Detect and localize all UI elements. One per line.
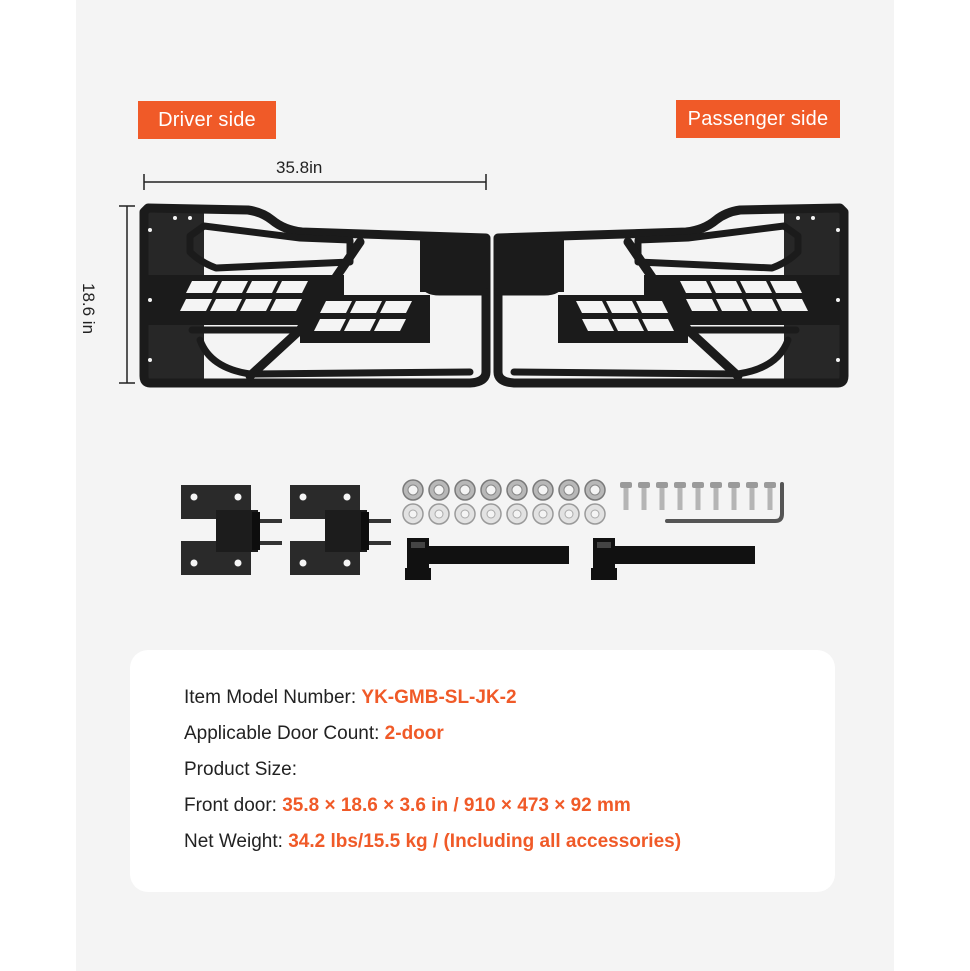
washer-row-icon bbox=[402, 503, 606, 525]
check-strap-left-icon bbox=[405, 538, 569, 580]
spec-card: Item Model Number: YK-GMB-SL-JK-2 Applic… bbox=[130, 650, 835, 892]
passenger-door-frame-icon bbox=[493, 203, 849, 388]
spec-model-label: Item Model Number: bbox=[184, 687, 357, 708]
spec-front-door-value: 35.8 × 18.6 × 3.6 in / 910 × 473 × 92 mm bbox=[282, 795, 631, 816]
spec-door-count-row: Applicable Door Count: 2-door bbox=[184, 723, 444, 745]
spec-weight-label: Net Weight: bbox=[184, 831, 283, 852]
spec-weight-row: Net Weight: 34.2 lbs/15.5 kg / (Includin… bbox=[184, 831, 681, 853]
spec-size-label: Product Size: bbox=[184, 759, 297, 780]
passenger-door-slots bbox=[576, 216, 840, 362]
bolt-row-icon bbox=[620, 482, 776, 510]
nut-row-icon bbox=[402, 479, 606, 501]
spec-door-count-value: 2-door bbox=[384, 723, 444, 744]
width-dimension-line bbox=[143, 174, 487, 190]
driver-side-tag: Driver side bbox=[138, 101, 276, 139]
spec-model-value: YK-GMB-SL-JK-2 bbox=[361, 687, 517, 708]
passenger-side-tag: Passenger side bbox=[676, 100, 840, 138]
spec-front-door-label: Front door: bbox=[184, 795, 277, 816]
spec-model-row: Item Model Number: YK-GMB-SL-JK-2 bbox=[184, 687, 517, 709]
height-dimension-line bbox=[119, 205, 135, 384]
hinge-left-icon bbox=[181, 485, 282, 575]
hinge-right-icon bbox=[290, 485, 391, 575]
driver-door-frame-icon bbox=[139, 203, 491, 388]
hex-key-icon bbox=[665, 482, 784, 523]
width-dimension-label: 35.8in bbox=[276, 158, 323, 177]
check-strap-right-icon bbox=[591, 538, 755, 580]
spec-front-door-row: Front door: 35.8 × 18.6 × 3.6 in / 910 ×… bbox=[184, 795, 631, 817]
driver-door-slots bbox=[148, 216, 412, 362]
spec-size-row: Product Size: bbox=[184, 759, 297, 781]
spec-door-count-label: Applicable Door Count: bbox=[184, 723, 380, 744]
spec-weight-value: 34.2 lbs/15.5 kg / (Including all access… bbox=[288, 831, 682, 852]
